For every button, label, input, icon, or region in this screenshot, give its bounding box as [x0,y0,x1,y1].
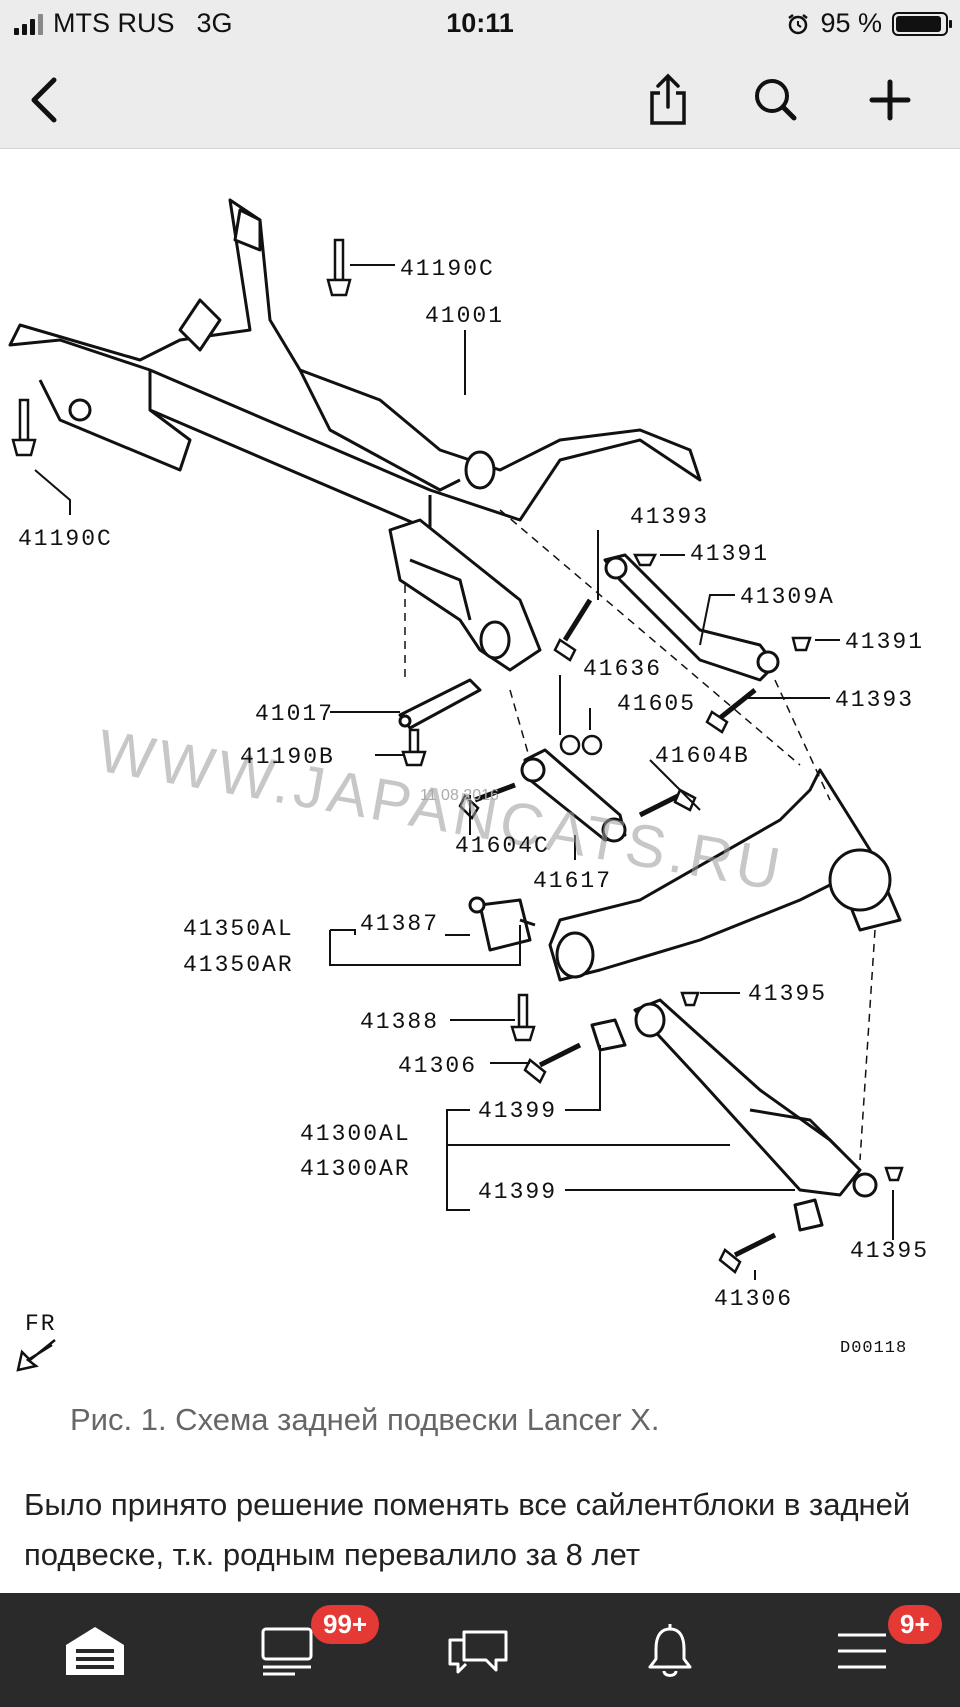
tab-feed[interactable]: 99+ [237,1605,380,1691]
label-41393-top: 41393 [630,504,709,530]
label-41399-top: 41399 [478,1098,557,1124]
battery-icon [892,11,952,36]
label-41391-top: 41391 [690,541,769,567]
chevron-left-icon [31,77,57,123]
front-arrow-icon [16,1339,56,1372]
label-41395-mid: 41395 [748,981,827,1007]
add-button[interactable] [858,68,922,132]
network-type: 3G [196,8,233,38]
feed-icon [261,1627,313,1676]
navigation-bar [0,48,960,149]
label-41190c-left: 41190C [18,526,113,552]
search-button[interactable] [744,68,808,132]
menu-badge: 9+ [888,1605,942,1644]
label-41393-right: 41393 [835,687,914,713]
share-button[interactable] [636,68,700,132]
knuckle-part [548,768,902,982]
share-icon [650,73,686,125]
label-41388: 41388 [360,1009,439,1035]
messages-icon [448,1630,508,1674]
label-41604c: 41604C [455,833,550,859]
tab-messages[interactable] [428,1611,528,1691]
label-41350ar: 41350AR [183,952,294,978]
label-41350al: 41350AL [183,916,294,942]
label-41604b: 41604B [655,743,750,769]
suspension-diagram: WWW.JAPANCATS.RU 11 08 2016 41190C 41001… [0,150,960,1380]
label-41190b: 41190B [240,744,335,770]
label-41306-bottom: 41306 [714,1286,793,1312]
front-label: FR [25,1311,57,1337]
plus-icon [869,79,911,121]
garage-icon [66,1627,124,1675]
label-41300ar: 41300AR [300,1156,411,1182]
article-paragraph: Было принято решение поменять все сайлен… [24,1487,911,1572]
bottom-tab-bar: 99+ 9+ [0,1593,960,1707]
label-41391-right: 41391 [845,629,924,655]
label-41605: 41605 [617,691,696,717]
label-41306-mid: 41306 [398,1053,477,1079]
subframe-part [8,198,702,522]
date-stamp: 11 08 2016 [420,787,499,804]
tab-notifications[interactable] [620,1611,720,1691]
label-41387: 41387 [360,911,439,937]
feed-badge: 99+ [311,1605,380,1644]
label-41017: 41017 [255,701,334,727]
bell-icon [648,1624,692,1677]
label-41300al: 41300AL [300,1121,411,1147]
label-41309a: 41309A [740,584,835,610]
back-button[interactable] [12,68,76,132]
clock: 10:11 [446,8,514,38]
label-41001: 41001 [425,303,504,329]
label-41190c-top: 41190C [400,256,495,282]
status-bar: MTS RUS 3G 10:11 95 % [0,0,960,48]
label-41395-bottom: 41395 [850,1238,929,1264]
label-41617: 41617 [533,868,612,894]
carrier-name: MTS RUS [53,8,175,38]
label-41636: 41636 [583,656,662,682]
label-41399-bottom: 41399 [478,1179,557,1205]
tab-garage[interactable] [45,1611,145,1691]
search-icon [755,79,797,121]
lower-arm-part [633,998,862,1197]
tab-menu[interactable]: 9+ [812,1605,942,1691]
signal-icon [14,13,43,35]
diagram-canvas: WWW.JAPANCATS.RU 11 08 2016 41190C 41001… [8,198,929,1372]
alarm-icon [788,13,809,34]
diagram-code: D00118 [840,1339,907,1358]
figure-caption: Рис. 1. Схема задней подвески Lancer X. [70,1402,660,1437]
menu-icon [838,1633,886,1669]
battery-percent: 95 % [820,8,882,38]
